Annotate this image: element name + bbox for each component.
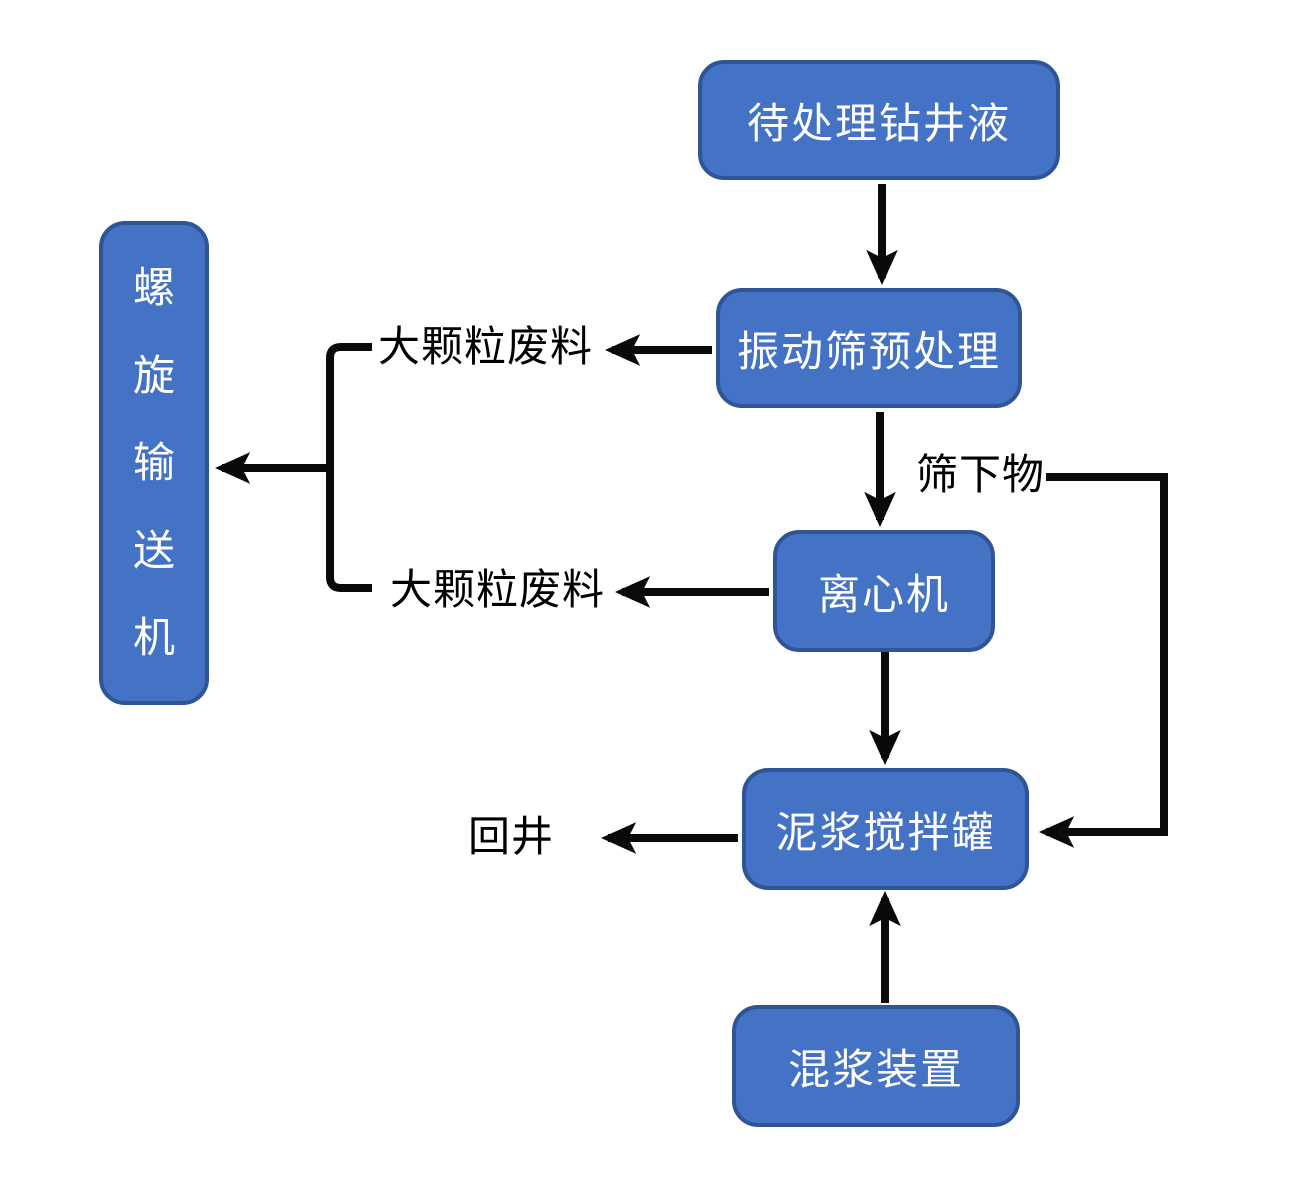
node-raw-drilling-fluid: 待处理钻井液 bbox=[698, 60, 1060, 180]
node-centrifuge-label: 离心机 bbox=[817, 569, 950, 619]
node-mud-mixing-tank-label: 泥浆搅拌罐 bbox=[775, 807, 996, 857]
node-shaker-pretreatment-label: 振动筛预处理 bbox=[736, 326, 1001, 376]
node-slurry-mixer-label: 混浆装置 bbox=[787, 1044, 964, 1094]
label-large-particle-waste-top: 大颗粒废料 bbox=[378, 322, 594, 371]
node-centrifuge: 离心机 bbox=[773, 530, 995, 652]
node-screw-conveyor: 螺 旋 输 送 机 bbox=[99, 221, 209, 705]
bracket-waste-collector bbox=[326, 343, 372, 592]
node-slurry-mixer: 混浆装置 bbox=[732, 1005, 1020, 1127]
node-screw-conveyor-char: 螺 bbox=[132, 263, 175, 312]
node-screw-conveyor-char: 输 bbox=[132, 438, 175, 487]
label-undersize-material: 筛下物 bbox=[916, 450, 1046, 499]
node-screw-conveyor-char: 机 bbox=[132, 613, 175, 662]
arrow-undersize-to-mixingtank bbox=[1038, 473, 1168, 848]
label-large-particle-waste-bottom: 大颗粒废料 bbox=[390, 565, 606, 614]
label-return-to-well: 回井 bbox=[468, 812, 555, 861]
node-screw-conveyor-char: 送 bbox=[132, 525, 175, 575]
node-mud-mixing-tank: 泥浆搅拌罐 bbox=[742, 768, 1029, 890]
node-raw-drilling-fluid-label: 待处理钻井液 bbox=[746, 98, 1011, 148]
node-screw-conveyor-char: 旋 bbox=[132, 350, 175, 400]
node-shaker-pretreatment: 振动筛预处理 bbox=[716, 288, 1022, 408]
